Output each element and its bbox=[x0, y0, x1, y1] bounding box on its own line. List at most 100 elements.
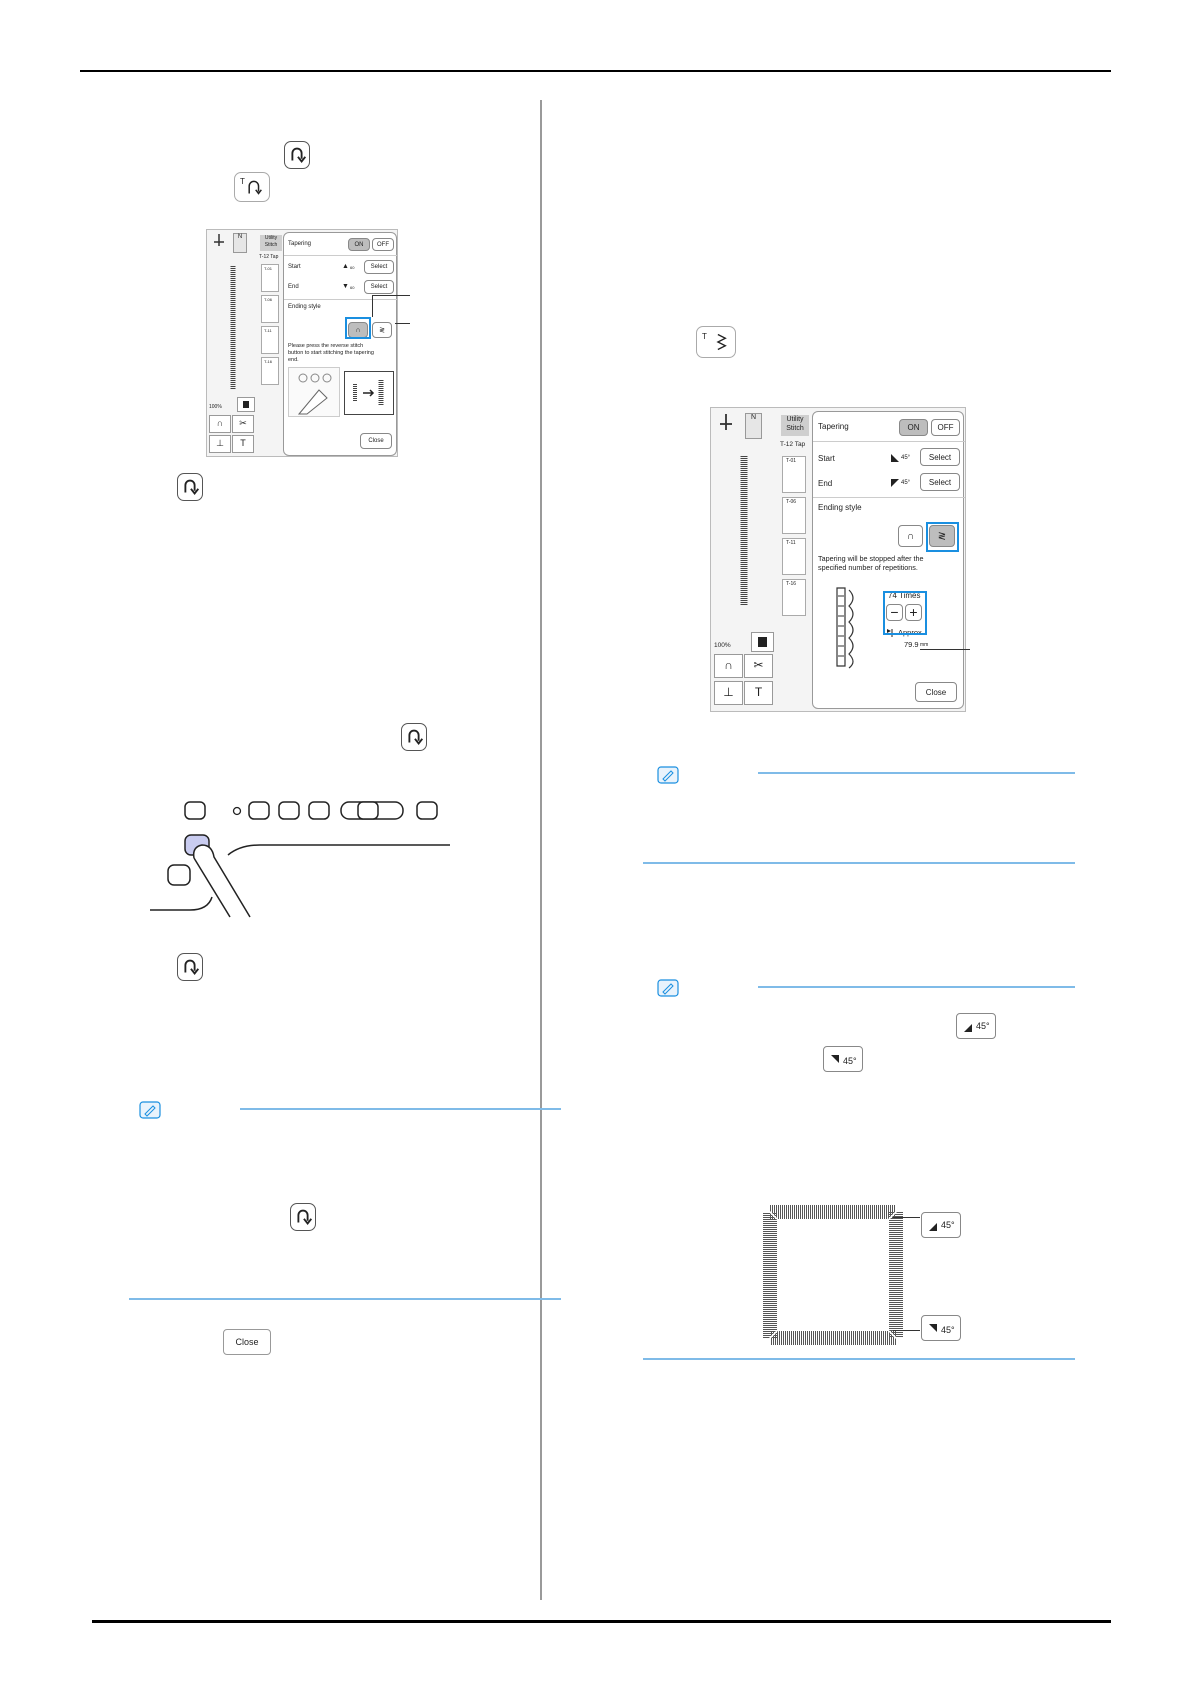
tile-t11[interactable]: T-11 bbox=[782, 538, 806, 575]
stop-button[interactable] bbox=[751, 632, 774, 652]
approx-label: Approx bbox=[898, 628, 922, 637]
ending-style-repeat-button[interactable]: ≷ bbox=[372, 322, 392, 338]
highlight-reverse-style bbox=[345, 317, 371, 339]
ending-style-reverse-button[interactable]: ∩ bbox=[348, 322, 368, 338]
machine-buttons-illustration bbox=[150, 801, 450, 918]
needle-icon bbox=[720, 414, 732, 430]
callout-line-2 bbox=[395, 323, 410, 324]
utility-stitch-tab[interactable]: Utility Stitch bbox=[260, 235, 282, 251]
tapering-on-button[interactable]: ON bbox=[899, 419, 928, 436]
ending-style-reverse-button[interactable]: ∩ bbox=[898, 525, 923, 547]
close-button[interactable]: Close bbox=[360, 433, 392, 449]
start-select-button[interactable]: Select bbox=[364, 260, 394, 274]
end-select-button[interactable]: Select bbox=[364, 280, 394, 294]
end-angle-icon bbox=[891, 479, 899, 487]
stop-button[interactable] bbox=[237, 397, 255, 412]
memo-bottom-line bbox=[643, 862, 1075, 864]
tapering-end-repeat-icon: T bbox=[696, 326, 736, 358]
start-label: Start bbox=[818, 454, 835, 463]
memo-icon bbox=[657, 979, 679, 997]
start-angle-45-button: 45° bbox=[921, 1212, 961, 1238]
memo-icon bbox=[657, 766, 679, 784]
presser-foot-icon: N bbox=[233, 233, 247, 253]
column-divider bbox=[540, 100, 542, 1600]
start-angle: 60 bbox=[350, 265, 355, 270]
footer-rule bbox=[92, 1620, 1111, 1623]
reverse-button[interactable]: ∩ bbox=[209, 415, 231, 433]
angle-label: 45° bbox=[941, 1325, 955, 1335]
approx-unit: mm bbox=[920, 642, 929, 648]
end-angle-icon: ▼ bbox=[342, 283, 349, 290]
angle-label: 45° bbox=[976, 1021, 990, 1031]
end-angle: 60 bbox=[350, 285, 355, 290]
memo-top-line bbox=[240, 1108, 561, 1110]
start-select-button[interactable]: Select bbox=[920, 448, 960, 466]
end-angle-icon bbox=[831, 1055, 839, 1063]
header-rule bbox=[80, 70, 1111, 72]
reverse-stitch-icon bbox=[177, 473, 203, 501]
approx-value: 79.9 bbox=[904, 640, 919, 649]
scissors-button[interactable]: ✂ bbox=[744, 654, 773, 678]
tapering-off-button[interactable]: OFF bbox=[931, 419, 960, 436]
memo-top-line bbox=[758, 772, 1075, 774]
start-angle-icon bbox=[891, 454, 899, 462]
callout-line-1 bbox=[372, 295, 410, 296]
tapering-label: Tapering bbox=[288, 241, 312, 247]
pattern-repeat-illustration bbox=[836, 587, 854, 669]
stitch-preview bbox=[740, 456, 748, 606]
tapering-end-reverse-icon: T bbox=[234, 172, 270, 202]
pattern-code: T-12 Tap bbox=[780, 441, 806, 448]
close-button[interactable]: Close bbox=[915, 682, 957, 702]
mitered-square-illustration bbox=[763, 1205, 903, 1345]
start-label: Start bbox=[288, 264, 301, 270]
panel-message: Tapering will be stopped after the speci… bbox=[818, 554, 924, 572]
end-angle-45-button: 45° bbox=[921, 1315, 961, 1341]
tapering-off-button[interactable]: OFF bbox=[372, 238, 394, 251]
callout-top-corner bbox=[893, 1217, 920, 1218]
tapering-on-button[interactable]: ON bbox=[348, 238, 370, 251]
foot-lift-button[interactable]: ⊥ bbox=[714, 681, 743, 705]
tile-t16[interactable]: T-16 bbox=[782, 579, 806, 616]
zoom-value: 100% bbox=[714, 642, 731, 649]
start-angle-45-button: 45° bbox=[956, 1013, 996, 1039]
ending-style-label: Ending style bbox=[288, 304, 321, 310]
start-angle-icon bbox=[929, 1223, 937, 1231]
utility-stitch-tab[interactable]: Utility Stitch bbox=[781, 415, 809, 436]
tapering-panel: Tapering ON OFF Start 45° Select End 45°… bbox=[812, 411, 965, 709]
scissors-button[interactable]: ✂ bbox=[232, 415, 254, 433]
tile-t06[interactable]: T-06 bbox=[261, 295, 279, 323]
zoom-value: 100% bbox=[209, 404, 222, 410]
needle-icon bbox=[214, 234, 224, 246]
times-minus-button[interactable]: − bbox=[886, 604, 903, 621]
left-screen-screenshot: N Utility Stitch T-12 Tap T-01 T-06 T-11… bbox=[206, 229, 398, 457]
angle-label: 45° bbox=[941, 1220, 955, 1230]
t-label: T bbox=[702, 332, 707, 341]
memo-icon bbox=[139, 1101, 161, 1119]
ending-style-repeat-button[interactable]: ≷ bbox=[929, 525, 955, 547]
pin-button[interactable]: T bbox=[744, 681, 773, 705]
foot-lift-button[interactable]: ⊥ bbox=[209, 435, 231, 453]
presser-foot-icon: N bbox=[745, 413, 762, 439]
tapering-end-illustration bbox=[344, 371, 394, 415]
reverse-button[interactable]: ∩ bbox=[714, 654, 743, 678]
reverse-stitch-icon bbox=[401, 723, 427, 751]
stitch-preview bbox=[230, 266, 236, 390]
memo-top-line bbox=[758, 986, 1075, 988]
tile-t11[interactable]: T-11 bbox=[261, 326, 279, 354]
pin-button[interactable]: T bbox=[232, 435, 254, 453]
tile-t06[interactable]: T-06 bbox=[782, 497, 806, 534]
times-plus-button[interactable]: + bbox=[905, 604, 922, 621]
highlight-repeat-style bbox=[926, 522, 959, 552]
start-angle: 45° bbox=[901, 455, 911, 461]
end-angle: 45° bbox=[901, 480, 911, 486]
tile-t01[interactable]: T-01 bbox=[782, 456, 806, 493]
angle-label: 45° bbox=[843, 1056, 857, 1066]
tile-t01[interactable]: T-01 bbox=[261, 264, 279, 292]
ending-style-label: Ending style bbox=[818, 503, 862, 512]
panel-message: Please press the reverse stitch button t… bbox=[288, 343, 374, 363]
pattern-code: T-12 Tap bbox=[259, 254, 279, 260]
reverse-stitch-icon bbox=[177, 953, 203, 981]
end-label: End bbox=[818, 479, 833, 488]
end-select-button[interactable]: Select bbox=[920, 473, 960, 491]
tile-t16[interactable]: T-16 bbox=[261, 357, 279, 385]
